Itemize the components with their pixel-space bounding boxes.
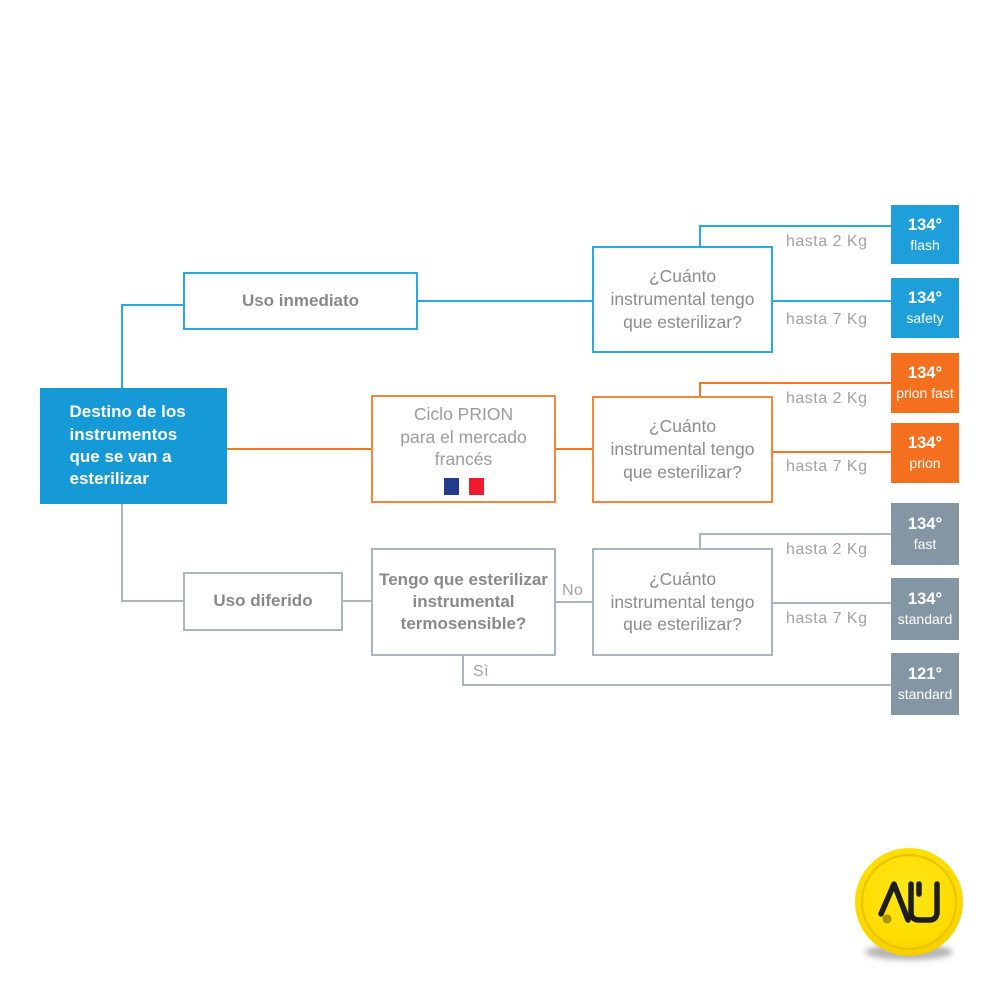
- result-cycle: prion fast: [896, 385, 954, 402]
- edge-label-upto7kg-gray: hasta 7 Kg: [786, 610, 868, 627]
- result-temp: 134°: [907, 215, 943, 234]
- result-134-fast: 134° fast: [891, 503, 959, 565]
- result-134-standard: 134° standard: [891, 578, 959, 640]
- edge-uso-diferido-to-termo: [343, 600, 371, 602]
- edge-label-no: No: [562, 582, 584, 599]
- ciclo-prion-line2: para el mercado francés: [400, 426, 527, 470]
- edge-root-to-prion-box: [227, 448, 371, 450]
- coin-ring: [860, 853, 958, 951]
- au-gold-logo: [845, 840, 973, 968]
- edge-label-upto7kg-blue: hasta 7 Kg: [786, 311, 868, 328]
- edge-q2-to-prion-fast: [699, 382, 891, 384]
- result-temp: 134°: [907, 515, 943, 534]
- edge-q2-to-prion: [773, 451, 891, 453]
- question-1-node: ¿Cuánto instrumental tengo que esteriliz…: [592, 246, 773, 353]
- result-temp: 134°: [907, 434, 943, 453]
- uso-diferido-label: Uso diferido: [213, 591, 313, 611]
- root-node: Destino de los instrumentos que se van a…: [40, 388, 227, 504]
- result-temp: 121°: [907, 665, 943, 684]
- edge-label-si: Sì: [473, 663, 490, 680]
- edge-q2-up: [699, 382, 701, 398]
- edge-to-uso-diferido: [121, 600, 183, 602]
- flag-white-stripe: [458, 478, 469, 496]
- result-cycle: safety: [906, 310, 944, 327]
- edge-termo-down-si: [462, 656, 464, 686]
- question-3-label: ¿Cuánto instrumental tengo que esteriliz…: [610, 568, 755, 635]
- edge-q3-up: [699, 533, 701, 550]
- result-134-prion: 134° prion: [891, 423, 959, 483]
- au-coin-icon: [855, 848, 963, 960]
- letter-u-stroke: [908, 881, 940, 923]
- uso-inmediato-label: Uso inmediato: [241, 290, 360, 310]
- ciclo-prion-node: Ciclo PRION para el mercado francés: [371, 395, 556, 503]
- french-flag-icon: [443, 478, 484, 496]
- edge-q1-to-flash: [699, 225, 891, 227]
- flag-blue-stripe: [443, 478, 459, 496]
- result-cycle: standard: [897, 686, 953, 703]
- edge-root-down: [121, 503, 123, 602]
- result-134-prion-fast: 134° prion fast: [891, 353, 959, 413]
- edge-q3-to-standard134: [773, 602, 891, 604]
- edge-label-upto2kg-gray: hasta 2 Kg: [786, 541, 868, 558]
- ciclo-prion-line1: Ciclo PRION: [413, 403, 514, 424]
- edge-label-upto2kg-orange: hasta 2 Kg: [786, 390, 868, 407]
- question-3-node: ¿Cuánto instrumental tengo que esteriliz…: [592, 548, 773, 656]
- edge-to-uso-inmediato: [121, 304, 183, 306]
- question-2-label: ¿Cuánto instrumental tengo que esteriliz…: [610, 416, 755, 482]
- edge-label-upto2kg-blue: hasta 2 Kg: [786, 233, 868, 250]
- result-cycle: fast: [913, 536, 937, 553]
- uso-diferido-node: Uso diferido: [183, 572, 343, 631]
- letter-a-stroke: [878, 881, 911, 923]
- edge-prion-box-to-q2: [556, 448, 592, 450]
- edge-termo-to-q3-no: [556, 601, 592, 603]
- edge-uso-inmediato-to-q1: [418, 300, 592, 302]
- termosensible-label: Tengo que esterilizar instrumental termo…: [379, 569, 548, 634]
- result-temp: 134°: [907, 590, 943, 609]
- result-134-safety: 134° safety: [891, 278, 959, 338]
- edge-si-to-standard121: [462, 684, 891, 686]
- root-node-label: Destino de los instrumentos que se van a…: [69, 402, 186, 489]
- result-temp: 134°: [907, 364, 943, 383]
- result-cycle: prion: [909, 455, 941, 472]
- edge-root-up: [121, 304, 123, 390]
- question-2-node: ¿Cuánto instrumental tengo que esteriliz…: [592, 396, 773, 503]
- edge-q1-to-safety: [773, 300, 891, 302]
- au-monogram: [878, 881, 940, 923]
- edge-q1-up: [699, 225, 701, 248]
- edge-label-upto7kg-orange: hasta 7 Kg: [786, 458, 868, 475]
- result-cycle: standard: [897, 611, 953, 628]
- result-134-flash: 134° flash: [891, 205, 959, 264]
- uso-inmediato-node: Uso inmediato: [183, 272, 418, 330]
- result-121-standard: 121° standard: [891, 653, 959, 715]
- result-cycle: flash: [910, 236, 940, 253]
- termosensible-node: Tengo que esterilizar instrumental termo…: [371, 548, 556, 656]
- a-dot: [882, 914, 892, 924]
- flag-red-stripe: [468, 478, 484, 496]
- question-1-label: ¿Cuánto instrumental tengo que esteriliz…: [610, 266, 755, 332]
- edge-q3-to-fast: [699, 533, 891, 535]
- result-temp: 134°: [907, 289, 943, 308]
